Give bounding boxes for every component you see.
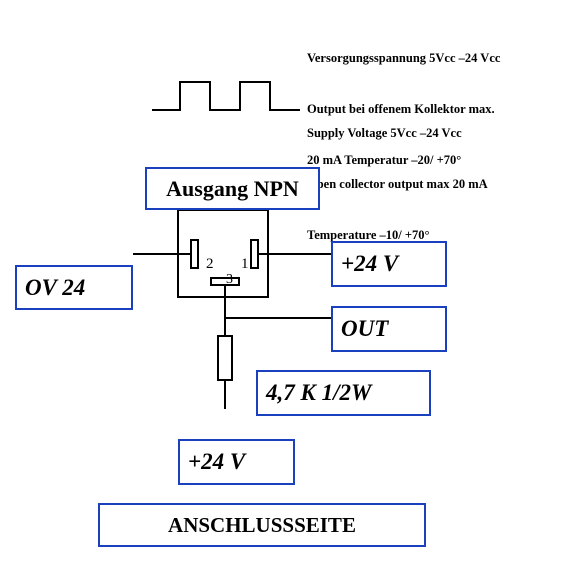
connector-pin-2	[190, 239, 199, 269]
ov24-terminal-label: OV 24	[15, 265, 133, 310]
connector-pin-1	[250, 239, 259, 269]
connector-pin-3	[210, 277, 240, 286]
spec-de-line-1: Versorgungsspannung 5Vcc –24 Vcc	[307, 51, 501, 65]
pin-label-3: 3	[226, 272, 233, 287]
output-type-label: Ausgang NPN	[145, 167, 320, 210]
spec-de-line-2: Output bei offenem Kollektor max.	[307, 102, 495, 116]
spec-text-english: Supply Voltage 5Vcc –24 Vcc Open collect…	[307, 91, 488, 261]
out-terminal-label: OUT	[331, 306, 447, 352]
spec-en-line-3: Temperature –10/ +70°	[307, 228, 430, 242]
resistor-symbol	[217, 335, 233, 381]
resistor-value-label: 4,7 K 1/2W	[256, 370, 431, 416]
spec-de-line-3: 20 mA Temperatur –20/ +70°	[307, 153, 462, 167]
square-wave-icon	[152, 81, 300, 111]
pin-label-1: 1	[241, 256, 249, 272]
plus-24v-terminal-label: +24 V	[331, 241, 447, 287]
pin-label-2: 2	[206, 256, 214, 272]
spec-en-line-1: Supply Voltage 5Vcc –24 Vcc	[307, 126, 462, 140]
spec-text-german: Versorgungsspannung 5Vcc –24 Vcc Output …	[307, 16, 500, 186]
connection-side-label: ANSCHLUSSSEITE	[98, 503, 426, 547]
plus-24v-supply-label: +24 V	[178, 439, 295, 485]
